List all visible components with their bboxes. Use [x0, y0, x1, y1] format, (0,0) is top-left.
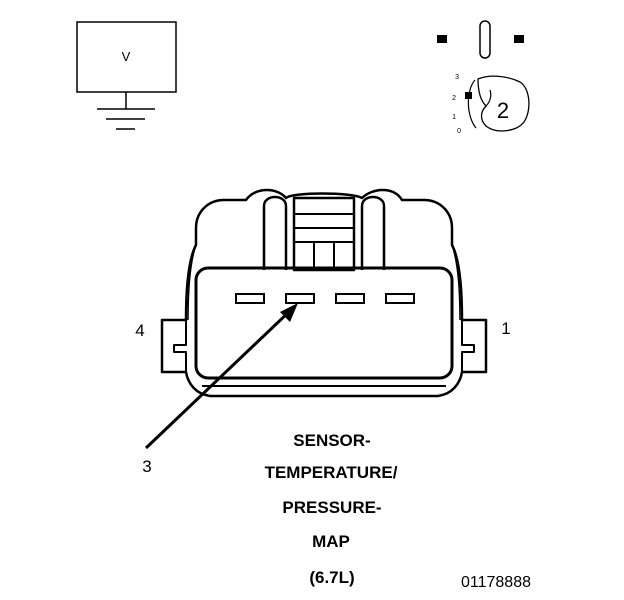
title-line: SENSOR- — [293, 431, 370, 450]
dial-right-marker — [514, 35, 524, 43]
terminal-slot — [335, 293, 365, 304]
dial-scale-label: 3 — [455, 74, 459, 81]
connector-face — [194, 266, 454, 380]
title-line: TEMPERATURE/ — [265, 463, 398, 482]
dial-arc — [467, 79, 477, 129]
pin-callout-arrow — [144, 303, 298, 450]
terminal-slot — [235, 293, 265, 304]
latch-right-post — [360, 195, 386, 270]
dial-slot-icon — [479, 20, 491, 59]
dial-scale-label: 0 — [457, 128, 461, 135]
latch-body — [292, 196, 356, 272]
title-line: MAP — [312, 532, 350, 551]
dial-position-marker — [465, 92, 472, 99]
voltmeter-symbol: V — [76, 21, 177, 130]
connector-drawing — [160, 188, 488, 398]
title-line: (6.7L) — [309, 568, 354, 587]
terminal-slots — [235, 293, 415, 304]
terminal-slot — [385, 293, 415, 304]
dial-knob — [477, 75, 530, 132]
component-title: SENSOR- TEMPERATURE/ PRESSURE- MAP (6.7L… — [265, 431, 398, 587]
pin-label-right: 1 — [501, 319, 510, 338]
dial-left-marker — [437, 35, 447, 43]
ground-icon — [97, 92, 155, 130]
dial-scale-label: 1 — [452, 114, 456, 121]
title-line: PRESSURE- — [282, 498, 381, 517]
figure-id: 01178888 — [461, 574, 531, 591]
pin-label-left: 4 — [135, 321, 144, 340]
position-dial-icon: 3 2 1 0 2 — [437, 20, 530, 135]
pin-label-callout: 3 — [142, 457, 151, 476]
voltmeter-symbol-label: V — [122, 49, 131, 64]
dial-scale-label: 2 — [452, 95, 456, 102]
dial-selected-position: 2 — [497, 98, 509, 123]
terminal-slot — [285, 293, 315, 304]
latch-left-post — [262, 195, 288, 270]
connector-shroud — [160, 188, 488, 398]
